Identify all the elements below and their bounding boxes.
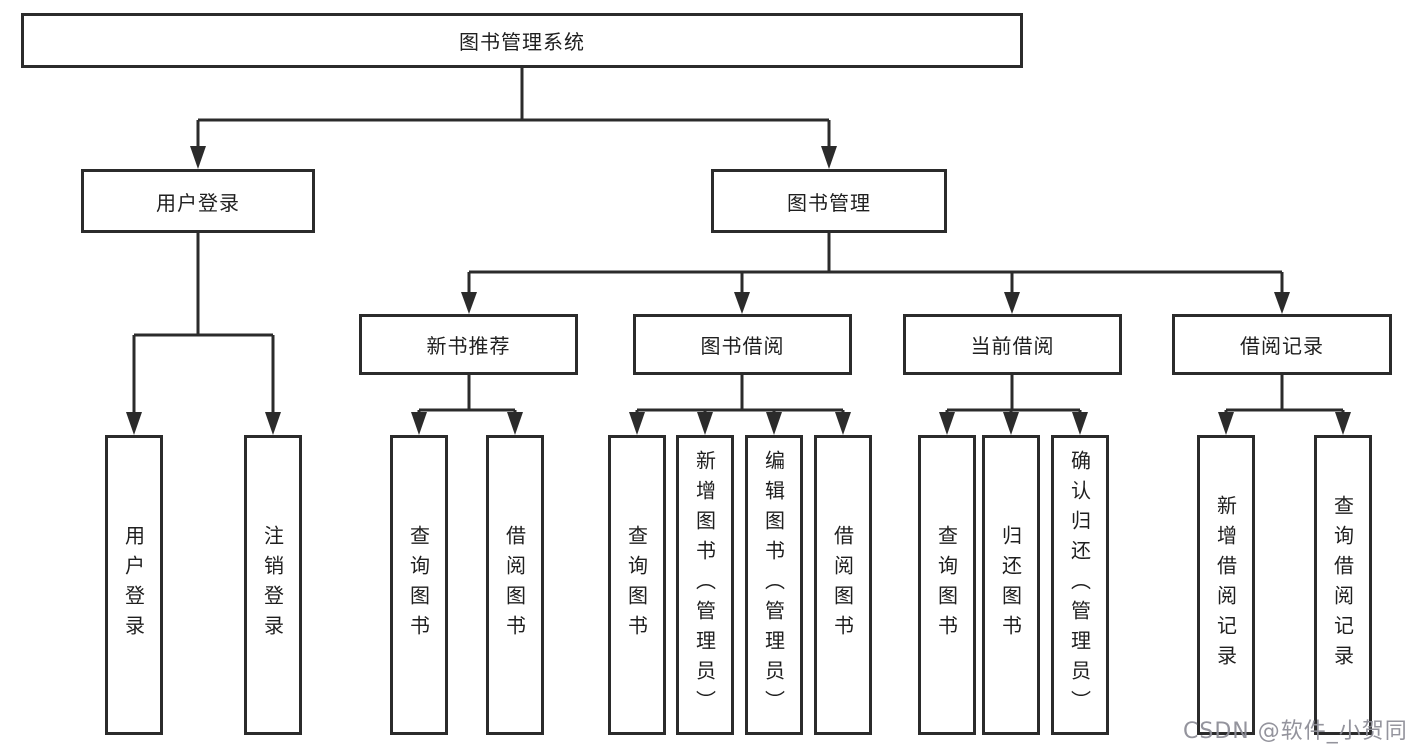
csdn-watermark: CSDN @软件_小贺同学: [1183, 719, 1405, 744]
node-user-login: 用户登录: [81, 169, 315, 233]
node-borrowing-records: 借阅记录: [1172, 314, 1392, 375]
leaf-logout: 注销登录: [244, 435, 302, 735]
leaf-return-books: 归还图书: [982, 435, 1040, 735]
leaf-add-borrow-record: 新增借阅记录: [1197, 435, 1255, 735]
node-library-management-system: 图书管理系统: [21, 13, 1023, 68]
leaf-query-books-borrowing: 查询图书: [608, 435, 666, 735]
leaf-add-books-admin: 新增图书（管理员）: [676, 435, 734, 735]
leaf-borrow-books-borrowing: 借阅图书: [814, 435, 872, 735]
leaf-query-books-current: 查询图书: [918, 435, 976, 735]
node-new-book-recommendation: 新书推荐: [359, 314, 578, 375]
leaf-confirm-return-admin: 确认归还（管理员）: [1051, 435, 1109, 735]
leaf-query-borrow-record: 查询借阅记录: [1314, 435, 1372, 735]
leaf-borrow-books-recommendation: 借阅图书: [486, 435, 544, 735]
leaf-user-login: 用户登录: [105, 435, 163, 735]
node-book-borrowing: 图书借阅: [633, 314, 852, 375]
node-current-borrowing: 当前借阅: [903, 314, 1122, 375]
node-book-management: 图书管理: [711, 169, 947, 233]
leaf-edit-books-admin: 编辑图书（管理员）: [745, 435, 803, 735]
leaf-query-books-recommendation: 查询图书: [390, 435, 448, 735]
